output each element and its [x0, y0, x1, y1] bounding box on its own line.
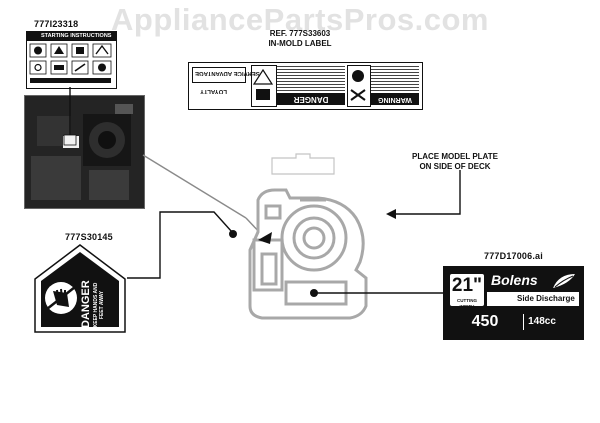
- model-plate-label-line2: ON SIDE OF DECK: [419, 162, 491, 171]
- starting-instructions-mark: [63, 134, 77, 146]
- in-mold-warning-panel: WARNING: [371, 65, 419, 105]
- in-mold-label-decal: SERVICE ADVANTAGE LOYALTY DANGER W: [188, 62, 423, 110]
- brand-decal-part-number: 777D17006.ai: [484, 251, 543, 261]
- brand-decal: 21" CUTTING WIDTH Bolens Side Discharge …: [443, 266, 584, 340]
- brand-decal-engine: 450: [471, 313, 499, 330]
- starting-instructions-part-number: 777I23318: [34, 19, 79, 29]
- in-mold-danger-panel: DANGER: [277, 65, 345, 105]
- brand-decal-size: 21": [451, 275, 483, 296]
- in-mold-icon-cell-2: [347, 65, 371, 107]
- engine-photo: [24, 95, 145, 209]
- starting-instructions-decal: STARTING INSTRUCTIONS: [26, 31, 117, 89]
- model-plate-arrow-icon: [386, 209, 396, 219]
- danger-decal-part-number: 777S30145: [65, 232, 113, 242]
- brand-decal-size-caption: CUTTING WIDTH: [457, 298, 477, 309]
- starting-instructions-icons: [29, 43, 112, 83]
- brand-decal-feature: Side Discharge: [517, 294, 575, 303]
- in-mold-service-box: SERVICE ADVANTAGE: [192, 67, 260, 83]
- model-plate-label-line1: PLACE MODEL PLATE: [412, 152, 498, 161]
- brand-decal-feature-bar: Side Discharge: [487, 292, 579, 306]
- danger-decal-shape: [34, 244, 126, 333]
- brand-decal-size-box: 21" CUTTING WIDTH: [450, 274, 484, 309]
- brand-leaf-icon: [553, 274, 575, 288]
- photo-leader: [142, 154, 247, 219]
- in-mold-icon-cell: [251, 65, 277, 107]
- in-mold-label-title: IN-MOLD LABEL: [268, 39, 332, 48]
- brand-decal-brand: Bolens: [491, 272, 538, 288]
- blade-hazard-icon: [350, 70, 366, 101]
- engine-photo-detail: [25, 96, 144, 208]
- in-mold-label-ref: REF. 777S33603: [269, 29, 331, 38]
- mower-deck: [248, 188, 368, 320]
- hazard-triangle-icon: [252, 68, 274, 100]
- brand-decal-cc: 148cc: [523, 314, 560, 330]
- model-plate-leader: [392, 170, 461, 215]
- starting-instructions-header: STARTING INSTRUCTIONS: [27, 32, 116, 41]
- danger-hand-decal: DANGER KEEP HANDS AND FEET AWAY: [33, 243, 127, 334]
- in-mold-label-placeholder: [271, 153, 335, 175]
- watermark-text: AppliancePartsPros.com: [111, 2, 489, 37]
- danger-decal-leader: [127, 211, 233, 279]
- deck-arrow-marker: [258, 232, 272, 244]
